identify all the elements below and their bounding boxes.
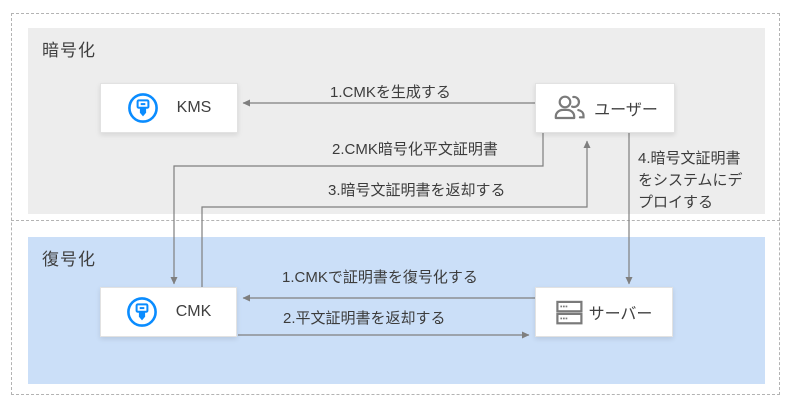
edge-generate-cmk-label: 1.CMKを生成する: [330, 84, 451, 101]
edge-decrypt-cert-label: 1.CMKで証明書を復号化する: [282, 269, 478, 286]
server-node-label: サーバー: [588, 306, 653, 323]
kms-node-label: KMS: [176, 99, 212, 116]
user-node: ユーザー: [535, 83, 675, 133]
edge-encrypt-cert-label: 2.CMK暗号化平文証明書: [332, 141, 498, 158]
key-icon: [126, 296, 158, 328]
diagram-dashed-border: [11, 13, 780, 395]
decryption-section-label: 復号化: [42, 250, 96, 269]
edge-deploy-label: 4.暗号文証明書をシステムにデプロイする: [638, 150, 743, 211]
edge-return-ciphertext-label: 3.暗号文証明書を返却する: [328, 182, 506, 199]
server-node: サーバー: [535, 287, 673, 337]
edge-return-plaintext-label: 2.平文証明書を返却する: [283, 310, 446, 327]
server-icon: [555, 299, 583, 326]
section-divider: [11, 220, 780, 221]
kms-node: KMS: [100, 83, 238, 133]
cmk-node-label: CMK: [175, 303, 212, 320]
cmk-node: CMK: [100, 287, 237, 337]
key-icon: [127, 92, 159, 124]
user-node-label: ユーザー: [594, 102, 658, 119]
encryption-section-label: 暗号化: [42, 41, 96, 60]
users-icon: [552, 92, 588, 124]
